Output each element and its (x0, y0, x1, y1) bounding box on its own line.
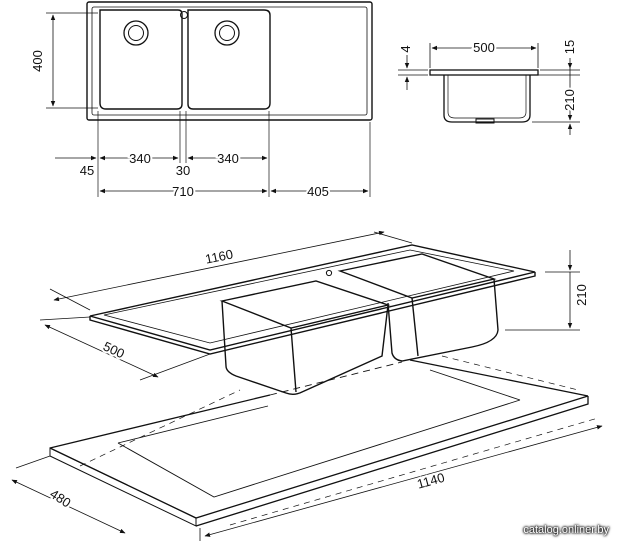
side-rim (429, 69, 539, 76)
dim-bowls-total: 710 (172, 184, 194, 199)
bowl-2-top (187, 9, 271, 110)
dim-left-offset: 45 (80, 163, 94, 178)
drain-2-icon (214, 20, 240, 46)
iso-view: 1160 500 210 1140 480 (11, 230, 603, 541)
side-view: 500 4 15 210 (398, 38, 580, 135)
drain-1-icon (123, 20, 149, 46)
dim-bowl-1-width: 340 (129, 151, 151, 166)
sink-outline-top (86, 1, 373, 121)
dim-iso-width: 500 (101, 339, 127, 362)
dim-side-depth: 210 (562, 89, 577, 111)
dim-rim-height: 15 (562, 40, 577, 54)
side-bowl (443, 75, 531, 123)
dim-bowl-2-width: 340 (217, 151, 239, 166)
bowl-1-top (99, 9, 183, 110)
dim-iso-cutout-length: 1140 (415, 470, 446, 492)
top-view: 400 45 340 30 340 710 405 (30, 1, 373, 201)
dim-rim: 4 (398, 45, 413, 52)
dim-iso-length: 1160 (204, 246, 234, 266)
watermark: catalog.onliner.by (523, 524, 609, 536)
dim-drainer: 405 (307, 184, 329, 199)
dim-top-height: 400 (30, 50, 45, 72)
dim-iso-depth: 210 (574, 284, 589, 306)
dim-side-width: 500 (473, 40, 495, 55)
dim-divider: 30 (176, 163, 190, 178)
tap-hole-icon (180, 11, 188, 19)
